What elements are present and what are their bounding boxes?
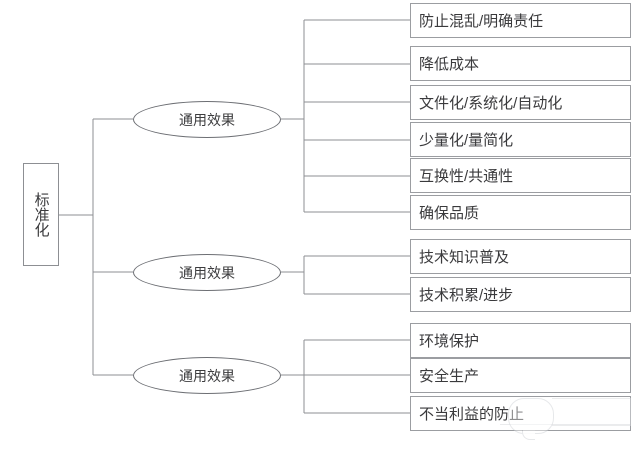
leaf-box-label: 确保品质 [419,205,480,222]
category-node-1[interactable]: 通用效果 [133,101,281,138]
leaf-box[interactable]: 技术积累/进步 [410,277,631,312]
leaf-box[interactable]: 降低成本 [410,46,631,81]
leaf-box-label: 互换性/共通性 [419,168,514,185]
leaf-box[interactable]: 环境保护 [410,323,631,358]
leaf-box[interactable]: 确保品质 [410,195,631,230]
category-node-3[interactable]: 通用效果 [133,357,281,394]
leaf-box[interactable]: 不当利益的防止 [410,396,631,431]
root-node-label: 标准化 [32,192,50,237]
leaf-box[interactable]: 防止混乱/明确责任 [410,3,631,38]
category-node-2[interactable]: 通用效果 [133,254,281,291]
category-node-1-label: 通用效果 [179,111,235,128]
root-node-standardization[interactable]: 标准化 [23,163,59,266]
leaf-box-label: 安全生产 [419,368,480,385]
leaf-box-label: 降低成本 [419,56,480,73]
leaf-box-label: 技术知识普及 [419,249,510,266]
leaf-box-label: 技术积累/进步 [419,287,514,304]
leaf-box[interactable]: 安全生产 [410,358,631,393]
leaf-box[interactable]: 少量化/量简化 [410,122,631,157]
leaf-box[interactable]: 文件化/系统化/自动化 [410,85,631,120]
leaf-box-label: 环境保护 [419,333,480,350]
category-node-2-label: 通用效果 [179,264,235,281]
category-node-3-label: 通用效果 [179,367,235,384]
leaf-box-label: 少量化/量简化 [419,132,514,149]
leaf-box-label: 文件化/系统化/自动化 [419,95,563,112]
leaf-box-label: 防止混乱/明确责任 [419,13,544,30]
leaf-box[interactable]: 技术知识普及 [410,239,631,274]
leaf-box-label: 不当利益的防止 [419,406,525,423]
leaf-box[interactable]: 互换性/共通性 [410,158,631,193]
